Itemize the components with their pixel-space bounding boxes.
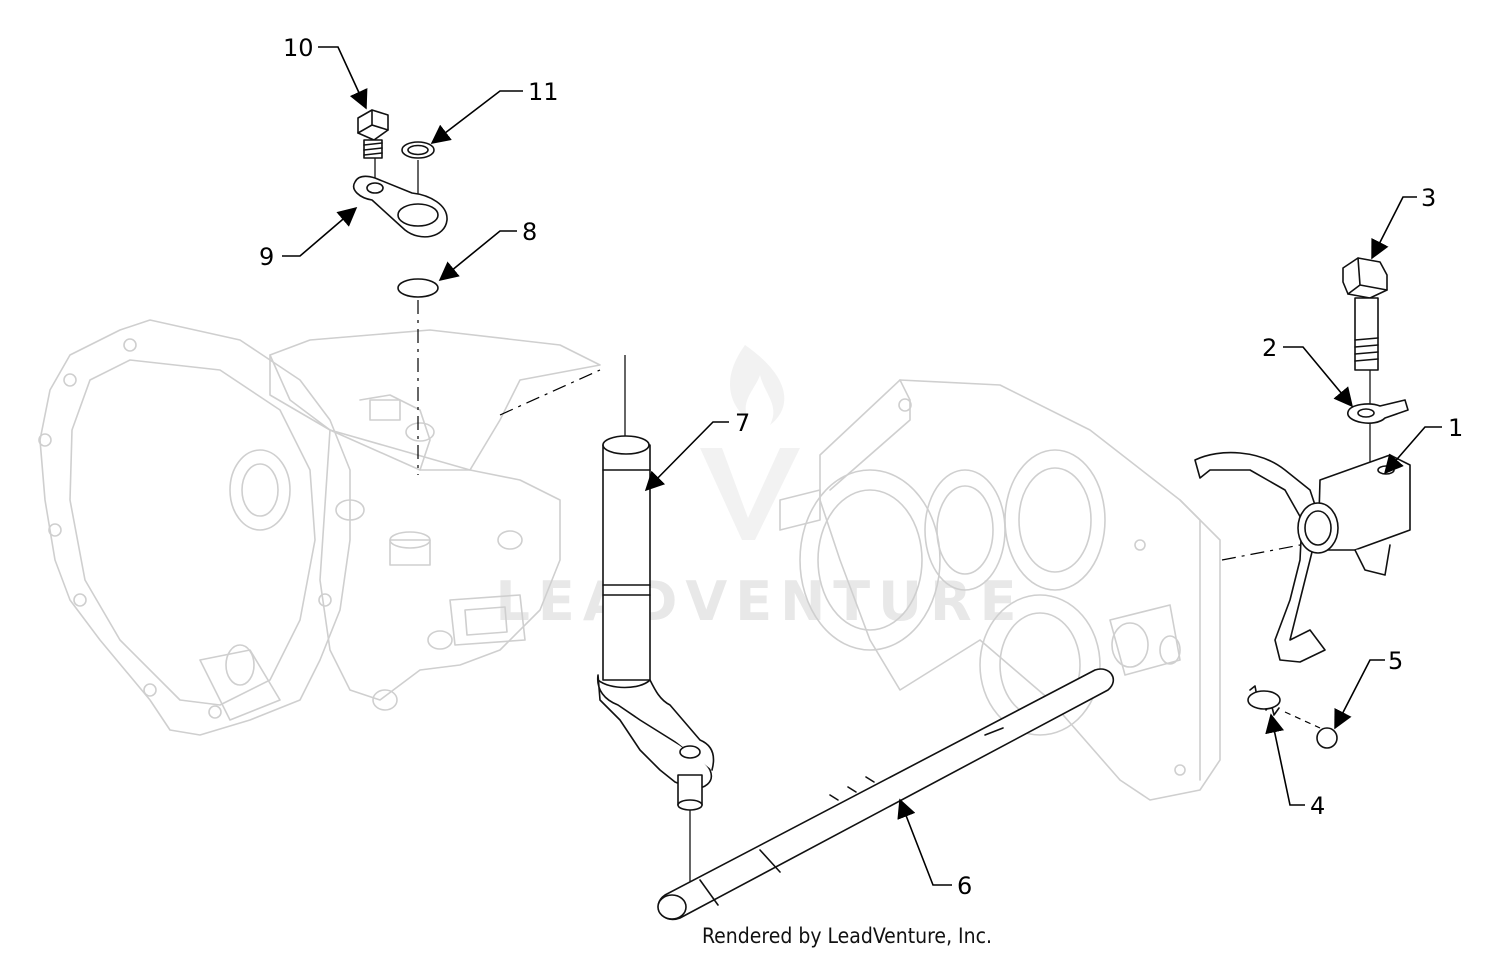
render-credit: Rendered by LeadVenture, Inc. — [702, 924, 992, 948]
transmission-housing-outline — [38, 319, 601, 736]
part-8-o-ring — [397, 278, 439, 298]
callout-1: 1 — [1448, 414, 1463, 442]
part-9-plate — [353, 175, 448, 238]
part-5-ball — [1316, 727, 1338, 749]
leader-lines — [282, 46, 1442, 886]
assembly-axes — [374, 155, 1371, 890]
callout-8: 8 — [522, 218, 537, 246]
part-1-shift-fork — [1194, 451, 1411, 663]
watermark-text: LEADVENTURE — [496, 570, 1025, 633]
part-10-bolt — [357, 109, 389, 159]
callout-5: 5 — [1388, 647, 1403, 675]
part-7-shift-shaft — [596, 435, 715, 811]
callout-11: 11 — [528, 78, 559, 106]
gear-case-outline — [779, 379, 1221, 801]
callout-labels: 1 2 3 4 5 6 7 8 9 10 11 — [259, 34, 1463, 900]
part-4-spring — [1247, 685, 1281, 716]
callout-10: 10 — [283, 34, 314, 62]
part-3-bolt — [1342, 257, 1388, 371]
part-6-shift-rod — [657, 668, 1114, 921]
watermark-logo-icon — [700, 345, 800, 540]
callout-7: 7 — [735, 409, 750, 437]
callout-6: 6 — [957, 872, 972, 900]
callout-4: 4 — [1310, 792, 1325, 820]
watermark: LEADVENTURE — [496, 345, 1025, 633]
callout-3: 3 — [1421, 184, 1436, 212]
callout-2: 2 — [1262, 334, 1277, 362]
part-2-lock-washer — [1347, 399, 1409, 424]
callout-9: 9 — [259, 243, 274, 271]
part-11-washer — [401, 141, 435, 159]
